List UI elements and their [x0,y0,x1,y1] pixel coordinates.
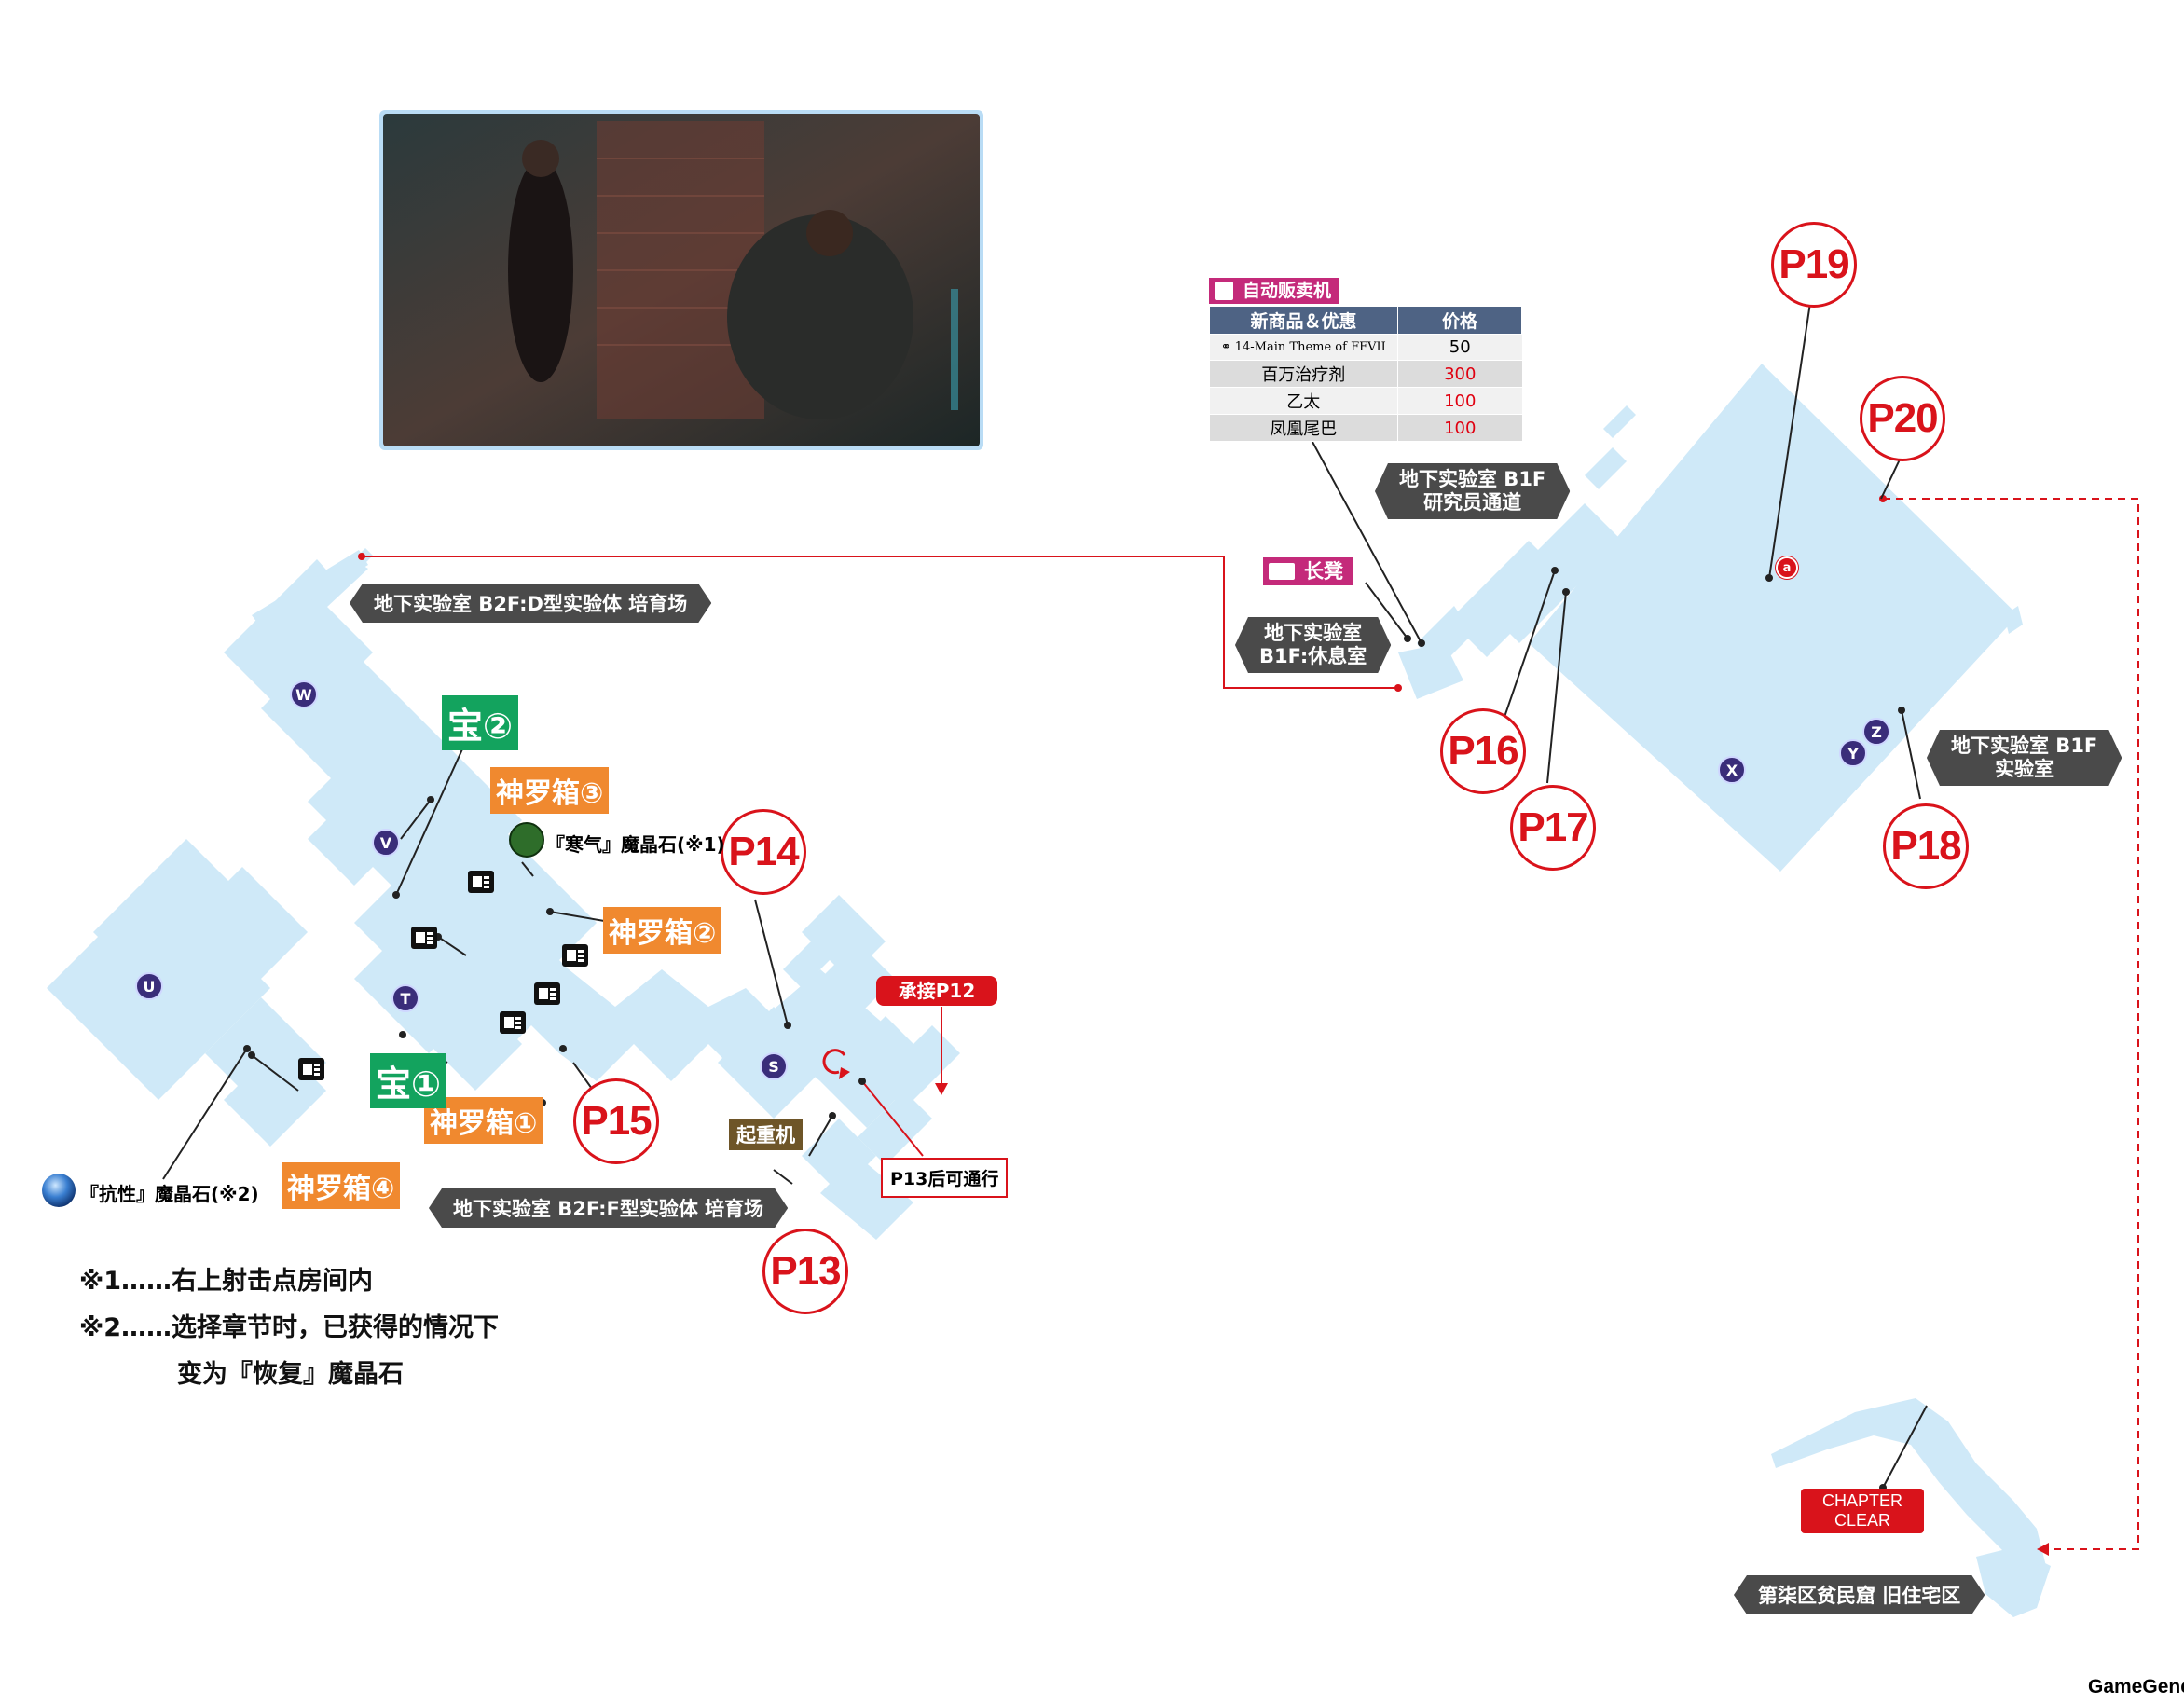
b2f-floor [47,548,960,1240]
game-screenshot [379,110,983,450]
footnote-3: 变为『恢复』魔晶石 [177,1360,404,1389]
shinra-box-1-label: 神罗箱① [424,1097,543,1144]
route-end-dot [1394,684,1402,692]
area-label-b2f-d: 地下实验室 B2F:D型实验体 培育场 [350,584,711,623]
item-price: 100 [1397,414,1522,442]
waypoint-x: X [1718,756,1746,784]
waypoint-y: Y [1839,739,1867,767]
point-p17: P17 [1510,785,1596,871]
materia-resist-label: 『抗性』魔晶石(※2) [80,1183,259,1205]
vending-machine-table: 新商品＆优惠 价格 ⚭ 14-Main Theme of FFVII 50 百万… [1209,306,1522,442]
materia-resist-orb [42,1174,76,1207]
col-item-header: 新商品＆优惠 [1209,306,1398,335]
treasure-1-label: 宝① [370,1053,447,1108]
b1f-floor [1398,364,2023,872]
table-row: ⚭ 14-Main Theme of FFVII 50 [1209,334,1522,361]
materia-cold-orb [509,822,544,858]
footnote-1: ※1……右上射击点房间内 [79,1267,374,1296]
marker-a: a [1776,556,1798,579]
item-name: 凤凰尾巴 [1209,414,1398,442]
music-disc-icon: ⚭ [1220,340,1235,354]
rotate-arrow-icon [822,1049,846,1075]
point-p13: P13 [762,1229,848,1314]
bench-label: 长凳 [1263,557,1353,585]
footnote-2: ※2……选择章节时，已获得的情况下 [79,1313,500,1342]
treasure-2-label: 宝② [442,695,519,750]
crane-label: 起重机 [729,1119,803,1150]
continue-arrow-head [935,1083,948,1095]
table-row: 凤凰尾巴 100 [1209,414,1522,442]
shinra-box-2-label: 神罗箱② [603,907,722,954]
point-p16: P16 [1440,708,1526,794]
item-price: 100 [1397,387,1522,415]
area-label-b1f-lab: 地下实验室 B1F 实验室 [1927,730,2122,786]
vending-machine-icon [468,871,494,893]
waypoint-v: V [372,829,400,857]
slum-floor [1771,1398,2051,1617]
area-label-b2f-f: 地下实验室 B2F:F型实验体 培育场 [429,1188,788,1228]
route-lines [362,498,2139,1550]
table-row: 乙太 100 [1209,387,1522,415]
vending-machine-icon [411,927,437,949]
waypoint-s: S [760,1052,788,1080]
bench-icon [1269,563,1295,580]
continue-from-p12-badge: 承接P12 [876,976,997,1006]
waypoint-w: W [290,680,318,708]
chapter-clear-badge: CHAPTER CLEAR [1801,1489,1924,1533]
item-name: 百万治疗剂 [1209,360,1398,388]
waypoint-z: Z [1862,718,1890,746]
waypoint-u: U [135,972,163,1000]
item-price: 300 [1397,360,1522,388]
item-name: 14-Main Theme of FFVII [1234,340,1386,354]
vending-machine-header: 自动贩卖机 [1209,278,1339,304]
point-p14: P14 [721,809,806,895]
bench-text: 长凳 [1304,560,1343,583]
point-p19: P19 [1771,222,1857,308]
shinra-box-4-label: 神罗箱④ [282,1162,401,1209]
vending-machine-icon [1215,282,1233,300]
area-label-b1f-rest: 地下实验室 B1F:休息室 [1235,617,1391,673]
after-p13-note: P13后可通行 [881,1158,1009,1198]
item-name: 乙太 [1209,387,1398,415]
item-price: 50 [1397,334,1522,361]
point-p20: P20 [1860,376,1945,461]
area-label-b1f-corridor: 地下实验室 B1F 研究员通道 [1375,463,1570,519]
vending-machine-icon [534,982,560,1005]
table-row: 百万治疗剂 300 [1209,360,1522,388]
route-arrow-head [2037,1543,2049,1556]
vending-machine-icon [562,944,588,967]
materia-cold-label: 『寒气』魔晶石(※1) [546,833,725,856]
vending-machine-title: 自动贩卖机 [1243,281,1332,301]
watermark: GameGene [2088,1676,2184,1697]
vending-machine-icon [298,1058,324,1080]
point-p18: P18 [1883,803,1969,889]
vending-machine-icon [500,1011,526,1034]
red-leader-lines [861,1007,942,1157]
col-price-header: 价格 [1397,306,1522,335]
area-label-slum: 第柒区贫民窟 旧住宅区 [1734,1575,1985,1614]
rotate-arrow-head [839,1067,850,1079]
leader-lines [162,295,1928,1489]
route-start-dot [358,553,365,560]
shinra-box-3-label: 神罗箱③ [490,767,610,814]
point-p15: P15 [573,1078,659,1164]
waypoint-t: T [391,984,419,1012]
